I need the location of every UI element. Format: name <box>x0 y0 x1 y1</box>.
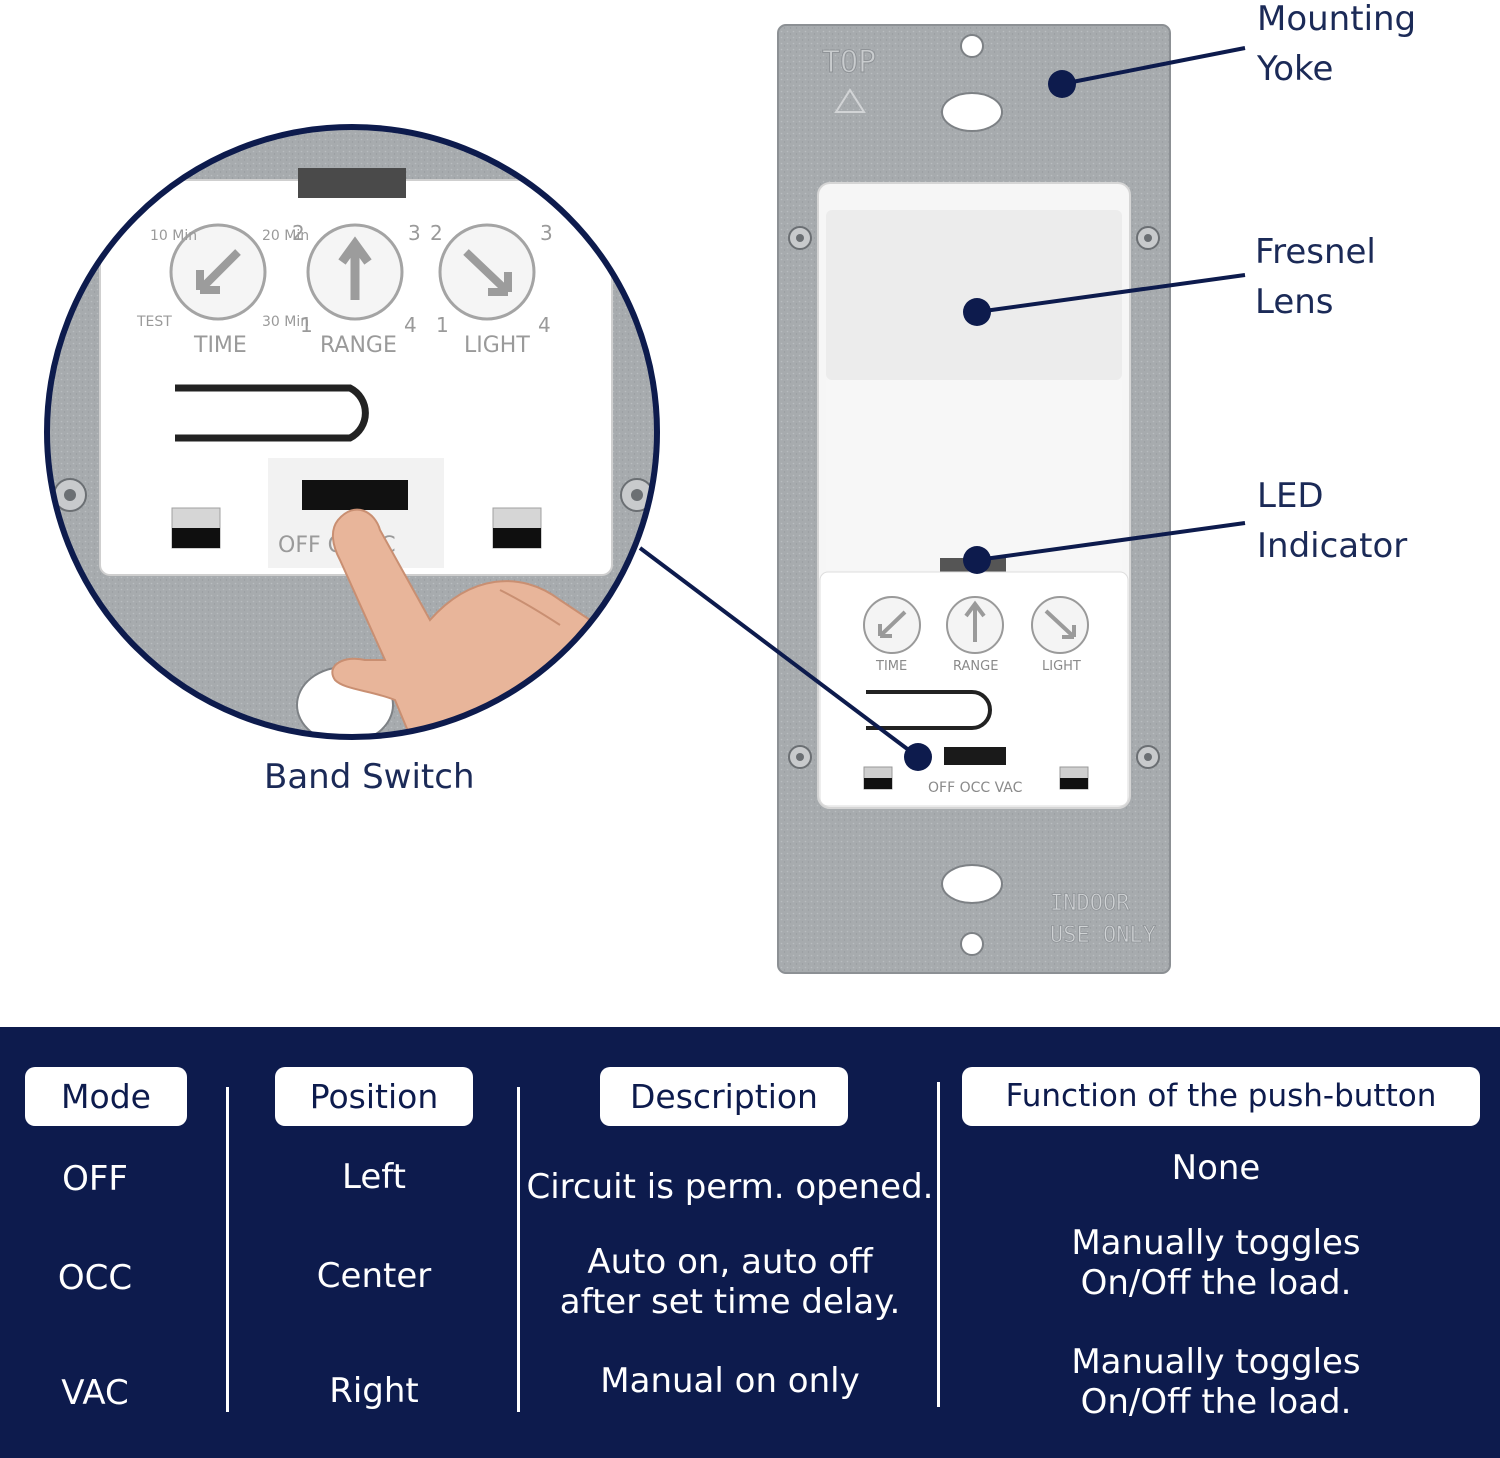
time-label: TIME <box>193 333 247 358</box>
callout-led-indicator-line1: LED <box>1257 476 1324 516</box>
row-occ-position: Center <box>316 1256 432 1296</box>
range-mark-2: 2 <box>292 221 305 245</box>
zoom-circle: TIME RANGE LIGHT 10 Min 20 Min TEST 30 M… <box>44 124 660 740</box>
callout-mounting-yoke-line2: Yoke <box>1257 49 1334 89</box>
device-svg: TOP INDOOR USE ONLY TIME RANGE LIGHT <box>44 24 1246 974</box>
range-label: RANGE <box>320 333 397 358</box>
screw-icon <box>788 226 812 250</box>
header-mode: Mode <box>25 1067 187 1126</box>
band-switch-marker <box>904 743 932 771</box>
light-label-small: LIGHT <box>1042 659 1081 674</box>
column-divider <box>937 1082 940 1407</box>
arrow-icon <box>878 610 907 638</box>
sensor-body: TIME RANGE LIGHT OFF OCC VAC <box>817 182 1131 809</box>
device-illustration: TOP INDOOR USE ONLY TIME RANGE LIGHT <box>44 0 1416 974</box>
band-switch-guard-zoom <box>175 384 369 442</box>
mount-hole-top <box>960 34 984 58</box>
led-indicator-zoom <box>298 168 406 198</box>
light-mark-3: 3 <box>540 221 553 245</box>
time-label-small: TIME <box>875 659 907 674</box>
band-switch-guard <box>866 690 992 730</box>
fresnel-lens <box>826 210 1122 380</box>
band-switch-small <box>944 747 1006 765</box>
range-label-small: RANGE <box>953 659 998 674</box>
arrow-icon <box>338 236 372 300</box>
column-divider <box>517 1087 520 1412</box>
range-mark-1: 1 <box>300 313 313 337</box>
screw-slot-top <box>941 92 1003 132</box>
switch-label-small: OFF OCC VAC <box>928 780 1023 796</box>
header-position: Position <box>275 1067 473 1126</box>
time-mark-20: 20 Min <box>262 228 309 244</box>
band-switch-zoom <box>302 480 408 510</box>
row-occ-mode: OCC <box>57 1258 133 1298</box>
indoor-label-2: USE ONLY <box>1050 923 1156 948</box>
arrow-icon <box>463 249 512 296</box>
time-mark-10: 10 Min <box>150 228 197 244</box>
header-description: Description <box>600 1067 848 1126</box>
row-occ-description: Auto on, auto off after set time delay. <box>559 1242 901 1322</box>
row-off-description: Circuit is perm. opened. <box>526 1167 934 1207</box>
led-indicator-marker <box>963 546 991 574</box>
mode-table: Mode Position Description Function of th… <box>0 1027 1500 1458</box>
row-off-function: None <box>1171 1148 1261 1188</box>
callout-fresnel-lens: Fresnel Lens <box>1255 227 1376 327</box>
light-label: LIGHT <box>464 333 530 358</box>
row-vac-description: Manual on only <box>600 1361 860 1401</box>
row-occ-function: Manually toggles On/Off the load. <box>1071 1223 1361 1303</box>
callout-led-indicator: LED Indicator <box>1257 471 1407 571</box>
range-mark-3: 3 <box>408 221 421 245</box>
header-function: Function of the push-button <box>962 1067 1480 1126</box>
callout-fresnel-lens-line2: Lens <box>1255 282 1334 322</box>
arrow-icon <box>1044 609 1076 639</box>
screw-icon <box>788 745 812 769</box>
row-off-position: Left <box>342 1157 406 1197</box>
mount-hole-bottom <box>960 932 984 956</box>
plate-top-label: TOP <box>822 45 876 80</box>
top-triangle-icon <box>834 88 866 113</box>
light-mark-2: 2 <box>430 221 443 245</box>
light-mark-4: 4 <box>538 313 551 337</box>
row-off-mode: OFF <box>62 1159 128 1199</box>
row-vac-mode: VAC <box>61 1373 129 1413</box>
range-mark-4: 4 <box>404 313 417 337</box>
indoor-label-1: INDOOR <box>1050 891 1130 916</box>
arrow-icon <box>964 600 986 642</box>
time-mark-test: TEST <box>136 314 172 330</box>
callout-mounting-yoke: Mounting Yoke <box>1257 0 1416 94</box>
screw-icon <box>1136 226 1160 250</box>
callout-fresnel-lens-line1: Fresnel <box>1255 232 1376 272</box>
callout-led-indicator-line2: Indicator <box>1257 526 1408 566</box>
callout-band-switch: Band Switch <box>264 757 475 797</box>
arrow-icon <box>196 249 241 294</box>
time-mark-30: 30 Min <box>262 314 309 330</box>
column-divider <box>226 1087 229 1412</box>
screw-icon <box>1136 745 1160 769</box>
mounting-yoke-marker <box>1048 70 1076 98</box>
screw-slot-bottom <box>941 864 1003 904</box>
fresnel-lens-marker <box>963 298 991 326</box>
screw-icon <box>53 478 87 512</box>
callout-mounting-yoke-line1: Mounting <box>1257 0 1417 39</box>
light-mark-1: 1 <box>436 313 449 337</box>
row-vac-position: Right <box>329 1371 419 1411</box>
row-vac-function: Manually toggles On/Off the load. <box>1071 1342 1361 1422</box>
callout-lines <box>638 46 1246 771</box>
